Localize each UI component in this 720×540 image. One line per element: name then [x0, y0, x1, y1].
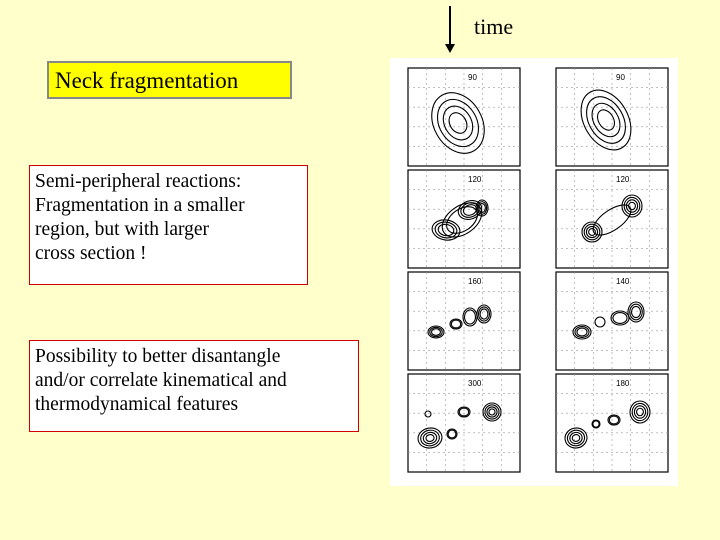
contour-frame: 180	[555, 373, 669, 473]
text-line: Semi-peripheral reactions:	[35, 171, 242, 192]
text-line: region, but with larger	[35, 219, 210, 240]
frame-time-label: 120	[468, 175, 482, 184]
text-line: Fragmentation in a smaller	[35, 195, 245, 216]
frame-time-label: 180	[616, 379, 630, 388]
text-line: Possibility to better disantangle	[35, 346, 281, 367]
frame-time-label: 140	[616, 277, 630, 286]
contour-frame: 160	[407, 271, 521, 371]
semi-peripheral-text-box: Semi-peripheral reactions: Fragmentation…	[29, 165, 308, 285]
frame-time-label: 90	[616, 73, 625, 82]
text-line: thermodynamical features	[35, 394, 239, 415]
frame-time-label: 90	[468, 73, 477, 82]
text-line: and/or correlate kinematical and	[35, 370, 287, 391]
frame-time-label: 300	[468, 379, 482, 388]
time-arrow-icon	[445, 6, 455, 53]
contour-frame: 90	[555, 67, 669, 167]
frame-time-label: 120	[616, 175, 630, 184]
contour-frames: 90 120 160 300 90 120 140 180	[407, 67, 669, 473]
contour-frame: 140	[555, 271, 669, 371]
contour-plot-figure: 90 120 160 300 90 120 140 180	[390, 58, 678, 486]
contour-frame: 120	[407, 169, 521, 269]
time-label: time	[474, 14, 514, 39]
slide-title: Neck fragmentation	[47, 61, 292, 99]
contour-frame: 90	[407, 67, 521, 167]
possibility-text-box: Possibility to better disantangle and/or…	[29, 340, 359, 432]
contour-frame: 120	[555, 169, 669, 269]
text-line: cross section !	[35, 243, 147, 264]
frame-time-label: 160	[468, 277, 482, 286]
contour-frame: 300	[407, 373, 521, 473]
